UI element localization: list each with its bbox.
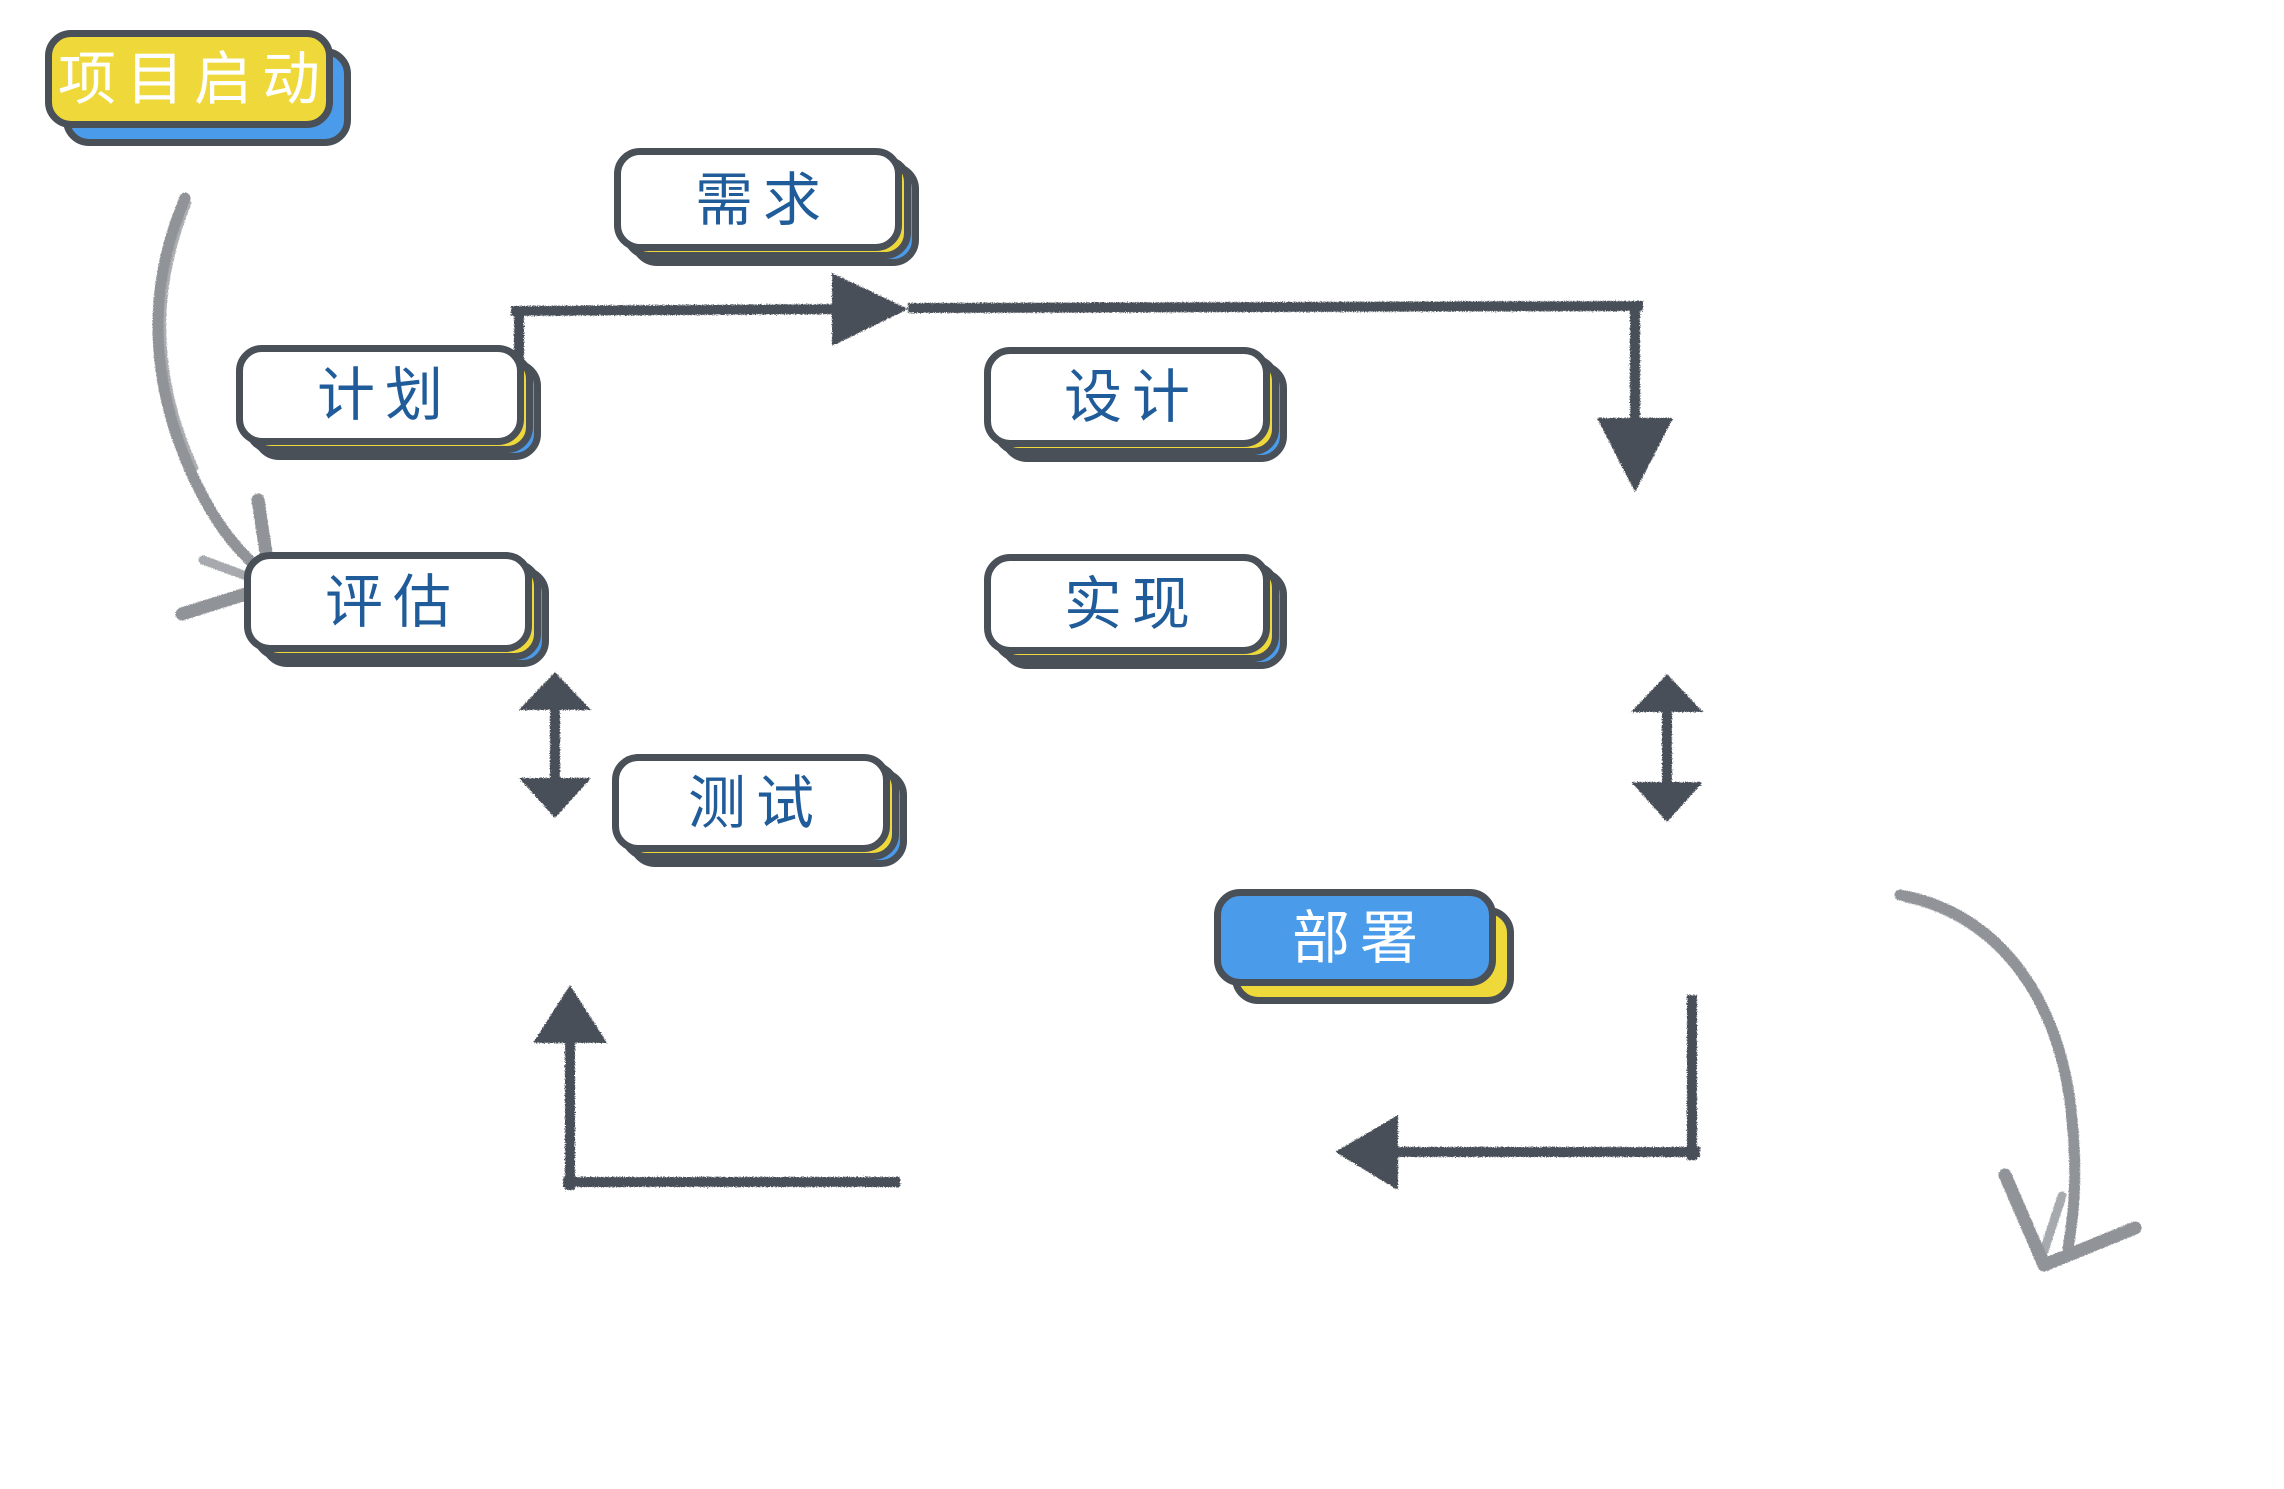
edge-implement-to-deploy <box>1894 889 2142 1272</box>
node-start[interactable]: 项目启动 <box>45 30 333 128</box>
node-evaluate-label: 评估 <box>324 568 461 636</box>
node-plan[interactable]: 计划 <box>236 345 524 445</box>
node-requirements[interactable]: 需求 <box>614 148 902 251</box>
node-test-label: 测试 <box>687 769 824 837</box>
node-test[interactable]: 测试 <box>612 754 890 852</box>
edge-test-to-evaluate <box>533 985 900 1190</box>
node-requirements-label: 需求 <box>694 165 831 234</box>
node-plan-label: 计划 <box>316 361 453 429</box>
edge-design-implement-bidirectional <box>1631 674 1703 822</box>
edge-plan-evaluate-bidirectional <box>519 672 591 818</box>
node-evaluate[interactable]: 评估 <box>244 552 532 652</box>
node-deploy-label: 部署 <box>1291 903 1428 972</box>
node-implement[interactable]: 实现 <box>984 554 1270 654</box>
node-start-label: 项目启动 <box>58 45 331 113</box>
node-implement-label: 实现 <box>1063 570 1200 638</box>
node-design-label: 设计 <box>1063 363 1200 431</box>
edge-plan-to-requirements <box>510 273 908 442</box>
edge-implement-to-test <box>1335 995 1700 1190</box>
node-design[interactable]: 设计 <box>984 347 1270 447</box>
node-deploy[interactable]: 部署 <box>1214 889 1496 986</box>
